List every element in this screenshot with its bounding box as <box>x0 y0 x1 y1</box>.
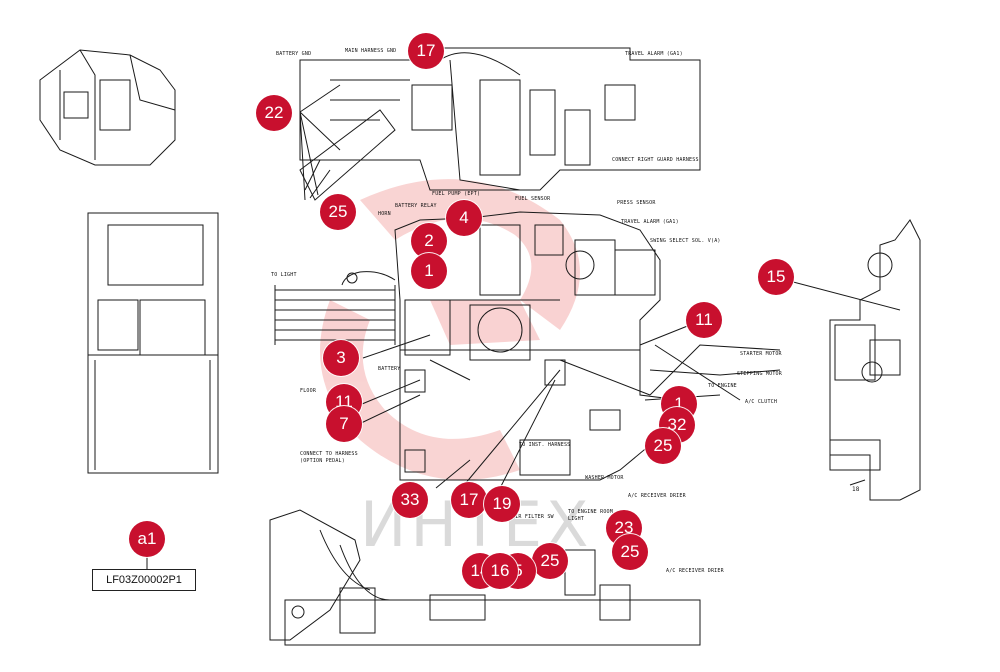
label-battery-gnd: BATTERY GND <box>276 51 312 57</box>
label-connect-right-guard: CONNECT RIGHT GUARD HARNESS <box>612 157 699 163</box>
callout-17-mid[interactable]: 17 <box>451 482 487 518</box>
label-air-filter-sw: AIR FILTER SW <box>512 514 554 520</box>
label-fuel-sensor: FUEL SENSOR <box>515 196 551 202</box>
label-ac-receiver-drier: A/C RECEIVER DRIER <box>628 493 686 499</box>
callout-19[interactable]: 19 <box>484 486 520 522</box>
callout-17-top[interactable]: 17 <box>408 33 444 69</box>
label-starter-motor: STARTER MOTOR <box>740 351 782 357</box>
callout-3[interactable]: 3 <box>323 340 359 376</box>
callout-1-left[interactable]: 1 <box>411 253 447 289</box>
callout-15[interactable]: 15 <box>758 259 794 295</box>
label-travel-alarm-top: TRAVEL ALARM (GA1) <box>625 51 683 57</box>
label-press-sensor: PRESS SENSOR <box>617 200 656 206</box>
callout-25-bottom-left[interactable]: 25 <box>532 543 568 579</box>
callout-11-right[interactable]: 11 <box>686 302 722 338</box>
label-option-pedal: (OPTION PEDAL) <box>300 458 345 464</box>
label-to-engine: TO ENGINE <box>708 383 737 389</box>
callout-16[interactable]: 16 <box>482 553 518 589</box>
callout-7[interactable]: 7 <box>326 406 362 442</box>
label-light: LIGHT <box>568 516 585 522</box>
label-fuel-pump: FUEL PUMP (EPT) <box>432 191 481 197</box>
label-to-engine-room: TO ENGINE ROOM <box>568 509 613 515</box>
label-to-light: TO LIGHT <box>271 272 297 278</box>
label-main-harness-gnd: MAIN HARNESS GND <box>345 48 397 54</box>
label-horn: HORN <box>378 211 391 217</box>
label-ac-receiver-drier-bottom: A/C RECEIVER DRIER <box>666 568 724 574</box>
label-ac-clutch: A/C CLUTCH <box>745 399 778 405</box>
callout-a1[interactable]: a1 <box>129 521 165 557</box>
label-ref-18: 18 <box>852 486 860 493</box>
part-number-box: LF03Z00002P1 <box>92 569 196 591</box>
label-washer-motor: WASHER MOTOR <box>585 475 624 481</box>
logo-icon <box>320 179 580 480</box>
label-floor: FLOOR <box>300 388 317 394</box>
callout-33[interactable]: 33 <box>392 482 428 518</box>
callout-22[interactable]: 22 <box>256 95 292 131</box>
label-to-inst-harness: TO INST. HARNESS <box>519 442 571 448</box>
label-swing-select: SWING SELECT SOL. V(A) <box>650 238 721 244</box>
callout-25-top[interactable]: 25 <box>320 194 356 230</box>
callout-4[interactable]: 4 <box>446 200 482 236</box>
label-connect-to-harness: CONNECT TO HARNESS <box>300 451 358 457</box>
callout-25-bottom-right[interactable]: 25 <box>612 534 648 570</box>
label-stepping-motor: STEPPING MOTOR <box>737 371 782 377</box>
callout-25-mid[interactable]: 25 <box>645 428 681 464</box>
label-battery-relay: BATTERY RELAY <box>395 203 437 209</box>
label-battery: BATTERY <box>378 366 401 372</box>
label-travel-alarm-mid: TRAVEL ALARM (GA1) <box>621 219 679 225</box>
